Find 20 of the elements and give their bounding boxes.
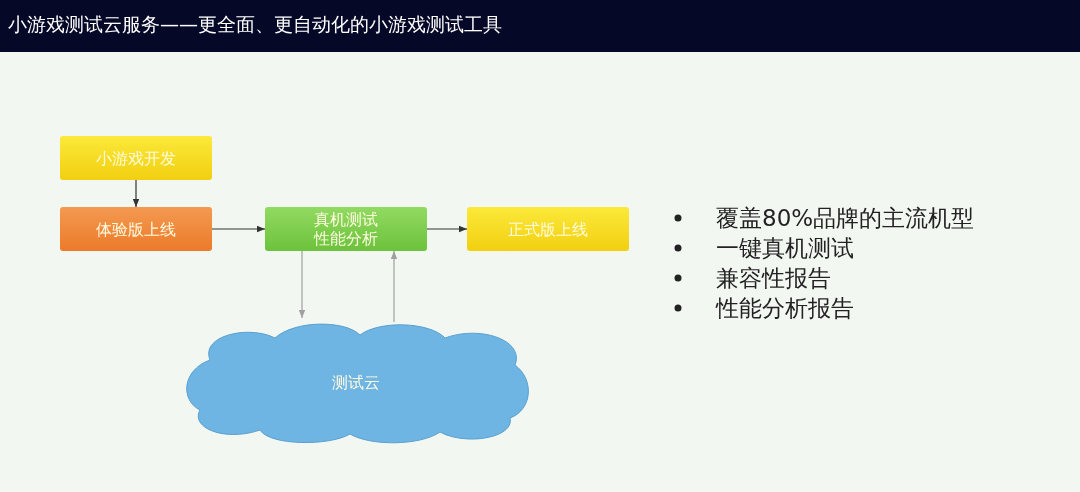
arrow [132,179,140,208]
bullet-text: 一键真机测试 [716,234,854,263]
arrow [390,250,398,323]
arrow [426,225,468,233]
arrow [298,250,306,319]
process-box [60,207,212,251]
bullet-text: 兼容性报告 [716,264,831,293]
box-label: 真机测试 [314,210,378,229]
bullet-text: 性能分析报告 [716,294,854,323]
bullet-text: 覆盖80%品牌的主流机型 [716,204,975,233]
process-box [265,207,427,251]
box-label: 测试云 [332,372,380,392]
box-label: 正式版上线 [508,219,588,239]
box-label: 小游戏开发 [96,148,176,168]
box-label: 性能分析 [314,229,378,248]
arrow [211,225,266,233]
title: 小游戏测试云服务——更全面、更自动化的小游戏测试工具 [8,12,502,37]
process-box [467,207,629,251]
process-box [60,136,212,180]
box-label: 体验版上线 [96,219,176,239]
